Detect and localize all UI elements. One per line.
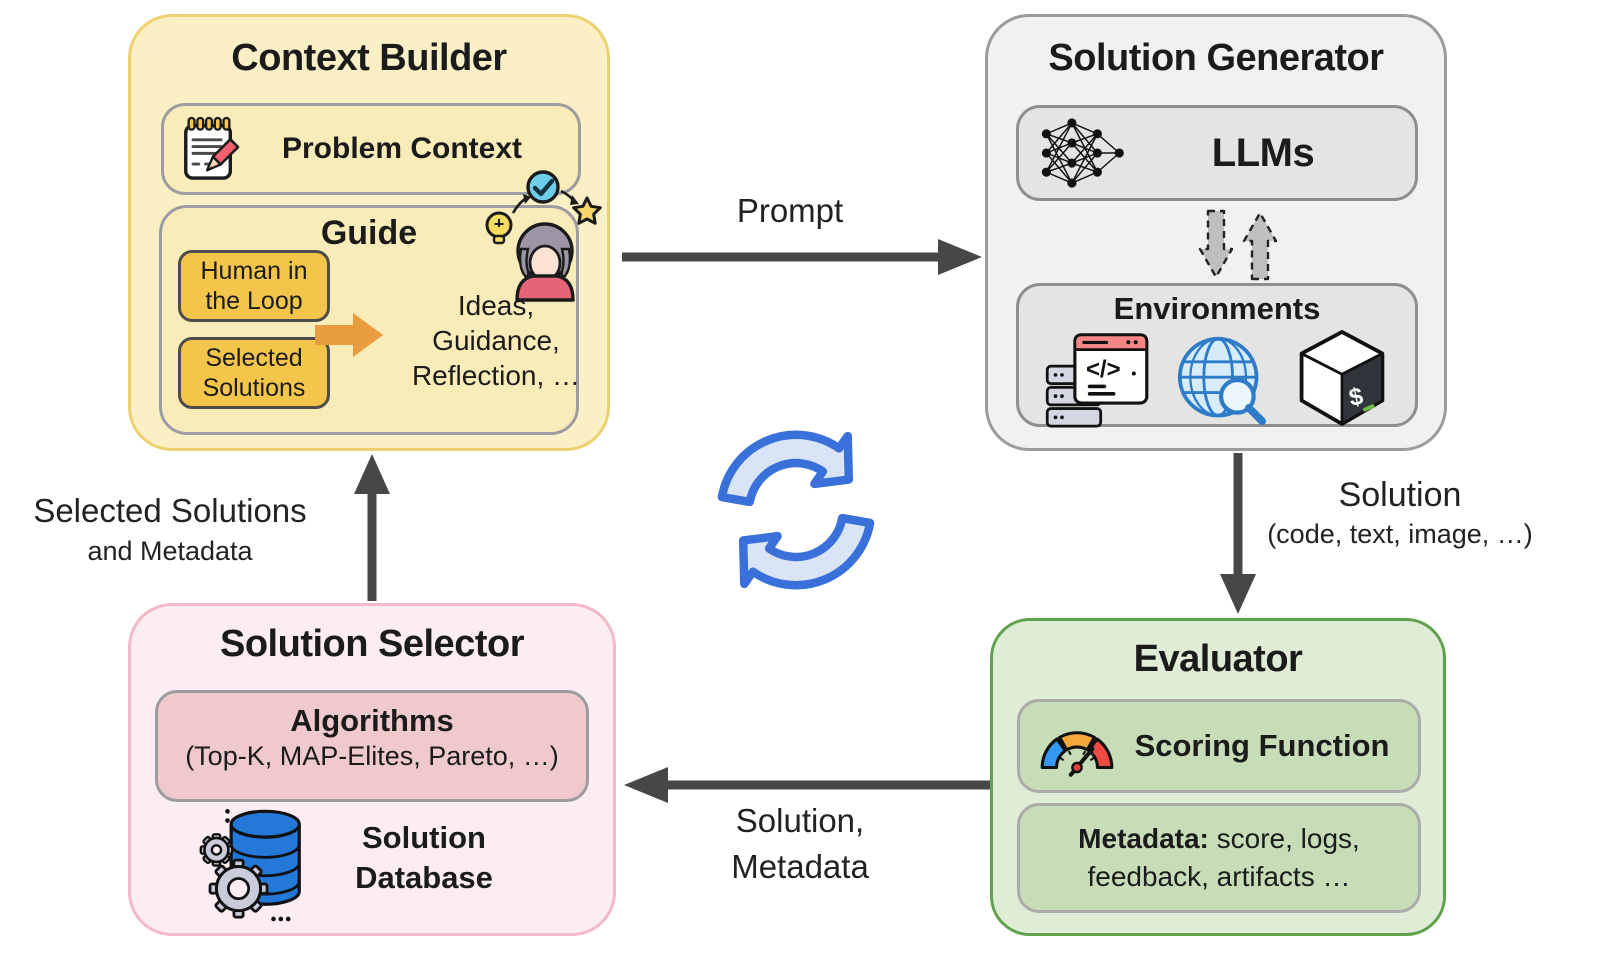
solution-arrow-head (1220, 574, 1256, 614)
evaluator-panel: Evaluator Scoring Function Metadata: sco… (990, 618, 1446, 936)
notepad-pencil-icon (184, 116, 240, 180)
guide-title: Guide (320, 214, 418, 252)
selected-solutions-label-line2: and Metadata (87, 536, 253, 566)
prompt-label: Prompt (736, 192, 844, 229)
selected-solutions-chip: Selected Solutions (178, 337, 330, 409)
solution-selector-title: Solution Selector (220, 623, 524, 665)
context-builder-panel: Context Builder Problem Context (128, 14, 610, 451)
scoring-function-label: Scoring Function (1134, 728, 1390, 763)
svg-text:$: $ (1347, 383, 1366, 412)
orange-arrow-icon (315, 313, 383, 357)
solution-label-line2: (code, text, image, …) (1267, 519, 1533, 549)
environment-icons-row: </> $ (1019, 327, 1415, 428)
metadata-bold: Metadata: (1078, 823, 1209, 855)
solution-label-line1: Solution (1338, 476, 1462, 514)
algorithms-box: Algorithms (Top-K, MAP-Elites, Pareto, …… (155, 690, 589, 802)
prompt-arrow-head (938, 239, 982, 275)
metadata-text: Metadata: score, logs, feedback, artifac… (1036, 820, 1402, 896)
guide-output-text: Ideas, Guidance, Reflection, … (411, 290, 581, 391)
large-gear (208, 858, 269, 919)
human-idea-check-star-icon (485, 170, 602, 302)
context-builder-title: Context Builder (231, 37, 507, 79)
dashed-up-down-arrows-icon (1198, 209, 1278, 281)
server-code-icon: </> (1045, 333, 1149, 428)
solution-generator-panel: Solution Generator LLMs (985, 14, 1447, 451)
solution-metadata-label: Solution, Metadata (645, 798, 955, 890)
solution-generator-title: Solution Generator (1048, 37, 1384, 79)
database-gears-icon (199, 809, 301, 922)
solution-metadata-label-line2: Metadata (731, 848, 869, 886)
solution-metadata-label-line1: Solution, (735, 802, 865, 839)
solution-label: Solution (code, text, image, …) (1245, 476, 1555, 550)
terminal-cube-icon: $ (1299, 330, 1385, 426)
environments-title: Environments (1113, 291, 1321, 326)
metadata-box: Metadata: score, logs, feedback, artifac… (1017, 803, 1421, 913)
problem-context-box: Problem Context (161, 103, 581, 195)
metadata-rest: score, logs, feedback, artifacts … (1087, 823, 1360, 892)
llms-label: LLMs (1211, 130, 1315, 175)
cycle-refresh-icon (717, 430, 890, 606)
human-in-the-loop-chip: Human in the Loop (178, 250, 330, 322)
llms-box: LLMs (1016, 105, 1418, 201)
selected-solutions-arrow-head (354, 454, 390, 494)
scoring-function-box: Scoring Function (1017, 699, 1421, 793)
globe-search-icon (1177, 336, 1267, 426)
algorithms-sublabel: (Top-K, MAP-Elites, Pareto, …) (185, 741, 559, 771)
algorithms-label: Algorithms (290, 703, 454, 738)
problem-context-label: Problem Context (281, 132, 523, 165)
neural-network-icon (1041, 118, 1124, 188)
environments-box: Environments (1016, 283, 1418, 428)
gauge-icon (1040, 731, 1114, 777)
evaluator-title: Evaluator (1133, 638, 1303, 680)
svg-text:</>: </> (1086, 356, 1121, 383)
solution-database-label: Solution Database (355, 820, 493, 896)
solution-selector-panel: Solution Selector Algorithms (Top-K, MAP… (128, 603, 616, 936)
selected-solutions-label: Selected Solutions and Metadata (0, 492, 340, 567)
guide-box: Guide Human in the Loop Selected Solutio… (159, 205, 580, 435)
small-gear (199, 833, 234, 867)
selected-solutions-label-line1: Selected Solutions (33, 492, 307, 529)
